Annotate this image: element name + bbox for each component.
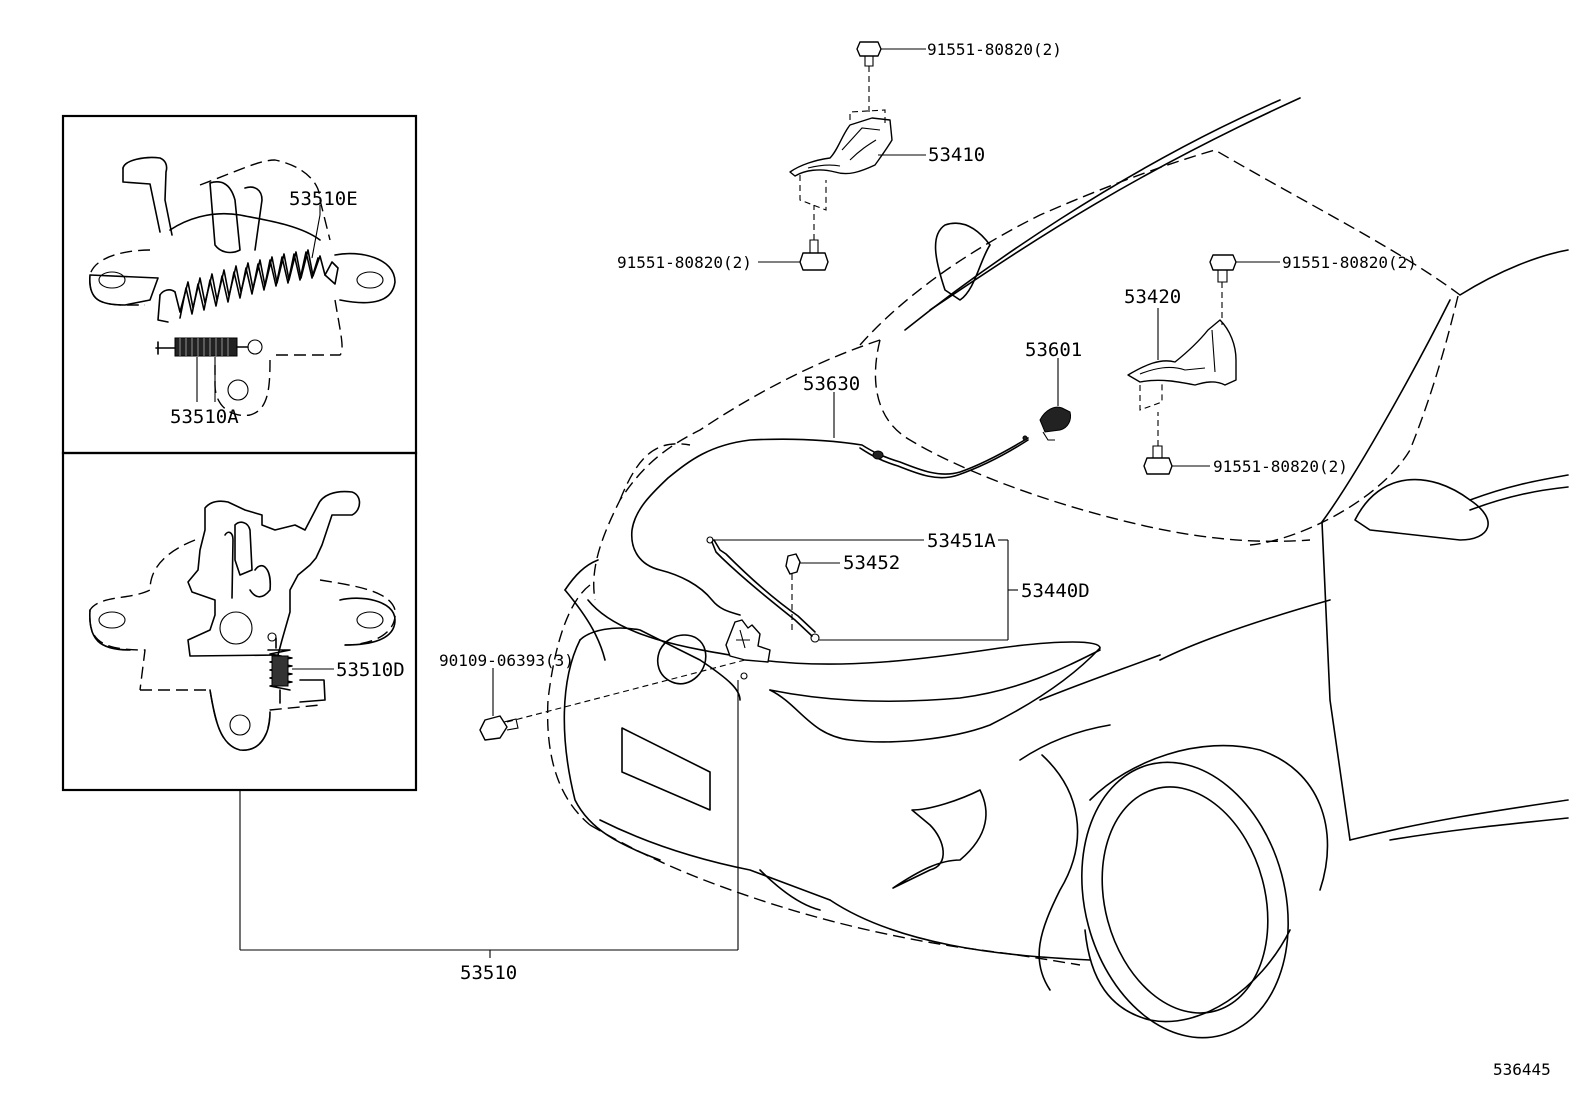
hinge-rh-53420 bbox=[1127, 254, 1237, 475]
rod-clamp-53452 bbox=[785, 553, 801, 634]
label-bolt-53410-top: 91551-80820(2) bbox=[927, 40, 1062, 59]
label-clamp-53452: 53452 bbox=[843, 552, 900, 574]
label-hood-lock-53510: 53510 bbox=[460, 962, 517, 984]
hinge-lh-53410 bbox=[789, 41, 893, 271]
lock-rod-53451A bbox=[706, 536, 820, 643]
spring-53510E bbox=[157, 249, 339, 323]
label-cable-53630: 53630 bbox=[803, 373, 860, 395]
label-bolt-90109: 90109-06393(3) bbox=[439, 651, 574, 670]
label-lock-53440D: 53440D bbox=[1021, 580, 1090, 602]
assembly-bracket-53510 bbox=[239, 680, 739, 958]
label-bolt-53420-bottom: 91551-80820(2) bbox=[1213, 457, 1348, 476]
callout-labels: 91551-80820(2) 53410 91551-80820(2) 9155… bbox=[170, 40, 1551, 1079]
label-bolt-53420-top: 91551-80820(2) bbox=[1282, 253, 1417, 272]
bolt-90109 bbox=[479, 715, 519, 741]
release-cable-53630 bbox=[631, 435, 1029, 616]
label-hinge-53420: 53420 bbox=[1124, 286, 1181, 308]
label-spring-53510E: 53510E bbox=[289, 188, 358, 210]
diagram-id: 536445 bbox=[1493, 1060, 1551, 1079]
label-rod-53451A: 53451A bbox=[927, 530, 996, 552]
spring-53510D bbox=[267, 637, 334, 704]
label-hinge-53410: 53410 bbox=[928, 144, 985, 166]
label-spring-53510A: 53510A bbox=[170, 406, 239, 428]
support-clip-53601 bbox=[1039, 406, 1071, 441]
label-bolt-53410-bottom: 91551-80820(2) bbox=[617, 253, 752, 272]
hood-lock-installed bbox=[506, 619, 771, 723]
leader-lines bbox=[492, 48, 1280, 716]
label-spring-53510D: 53510D bbox=[336, 659, 405, 681]
label-clip-53601: 53601 bbox=[1025, 339, 1082, 361]
vehicle-outline bbox=[546, 97, 1569, 1039]
spring-53510A bbox=[155, 337, 263, 402]
inset-spring-detail-bottom bbox=[61, 451, 418, 792]
inset-spring-detail-top bbox=[61, 114, 418, 455]
